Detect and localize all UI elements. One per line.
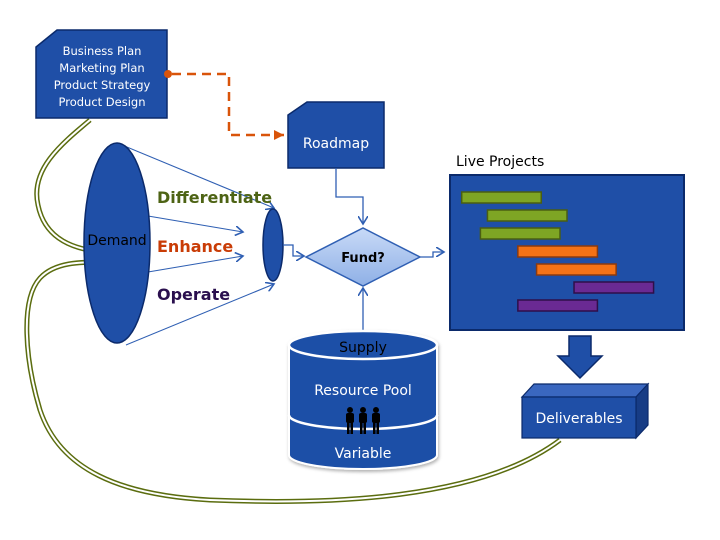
down-arrow-icon — [556, 335, 604, 380]
plans-box[interactable]: Business Plan Marketing Plan Product Str… — [35, 29, 168, 119]
plans-line-3: Product Strategy — [54, 78, 151, 92]
live-projects-title: Live Projects — [456, 154, 544, 170]
supply-label: Supply — [339, 340, 387, 356]
filter-to-fund-arrow — [283, 244, 304, 256]
funnel-lines — [121, 144, 274, 346]
gantt-bar-green — [479, 227, 561, 240]
connector-dot — [164, 70, 172, 78]
filter-ellipse[interactable] — [262, 208, 284, 282]
fund-decision[interactable]: Fund? — [304, 227, 422, 287]
plans-line-1: Business Plan — [63, 44, 142, 58]
plans-to-roadmap-connector — [164, 70, 284, 140]
supply-cylinder[interactable]: Supply Resource Pool Variable — [287, 329, 439, 470]
gantt-bars — [460, 191, 655, 312]
roadmap-box[interactable]: Roadmap — [287, 101, 385, 169]
fund-label: Fund? — [341, 251, 385, 266]
gantt-bar-purple — [573, 281, 655, 294]
roadmap-label: Roadmap — [303, 136, 369, 152]
plans-line-2: Marketing Plan — [59, 61, 144, 75]
variable-label: Variable — [335, 446, 392, 462]
gantt-bar-orange — [535, 263, 617, 276]
operate-label: Operate — [157, 285, 230, 304]
demand-ellipse[interactable]: Demand — [83, 142, 151, 344]
live-projects-panel[interactable] — [449, 174, 685, 331]
plans-line-4: Product Design — [58, 95, 145, 109]
gantt-bar-green — [460, 191, 543, 204]
deliverables-label: Deliverables — [535, 411, 622, 427]
gantt-bar-green — [486, 209, 568, 222]
roadmap-to-fund-arrow — [335, 168, 363, 224]
gantt-bar-purple — [517, 299, 599, 312]
differentiate-label: Differentiate — [157, 188, 272, 207]
demand-label: Demand — [87, 233, 146, 249]
resource-pool-label: Resource Pool — [314, 383, 412, 399]
fund-to-projects-arrow — [420, 252, 444, 258]
people-icon — [346, 407, 380, 434]
gantt-bar-orange — [517, 245, 599, 258]
deliverables-box[interactable]: Deliverables — [520, 382, 650, 440]
enhance-label: Enhance — [157, 237, 233, 256]
